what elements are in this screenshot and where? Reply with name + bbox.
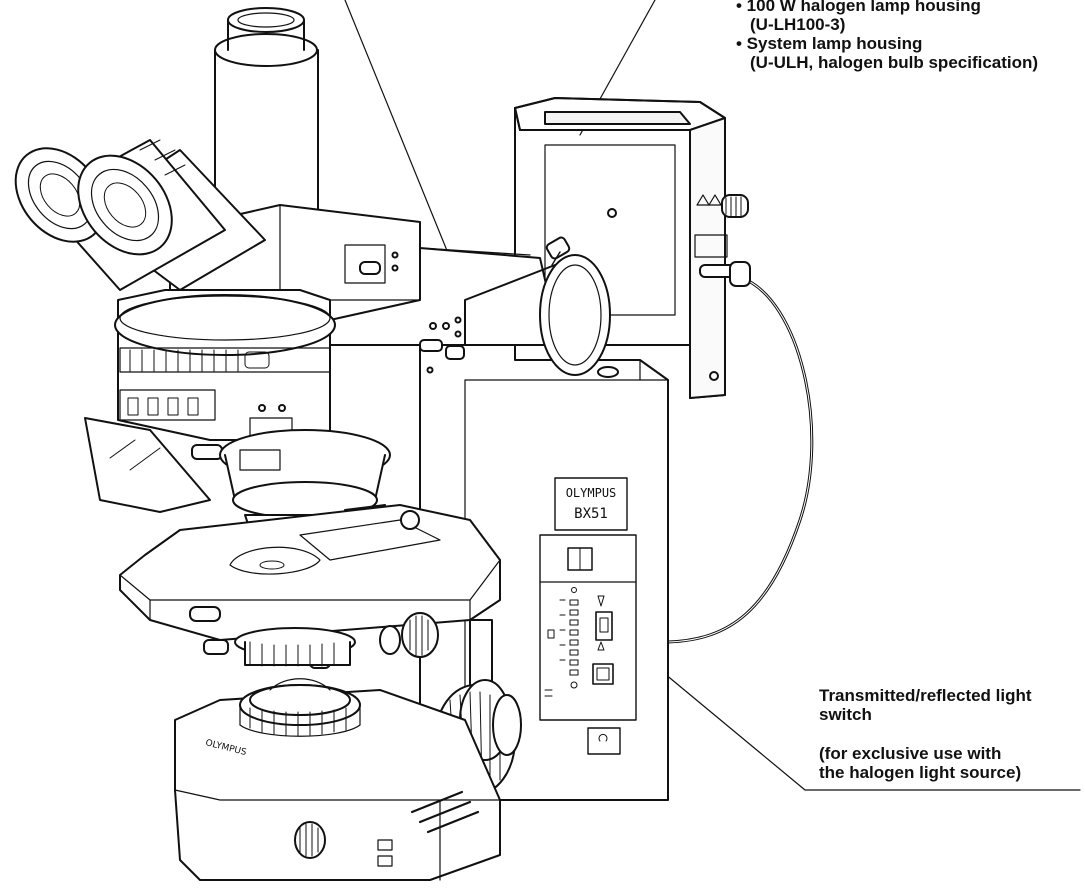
model-text: BX51 xyxy=(574,506,608,522)
switch-callout: Transmitted/reflected light switch xyxy=(819,686,1032,724)
stage xyxy=(119,504,522,796)
switch-panel xyxy=(539,534,637,721)
brand-plate xyxy=(554,477,628,531)
lamp-housing xyxy=(514,97,751,399)
microscope-base xyxy=(174,678,501,881)
leader-line-switch xyxy=(611,629,1081,791)
lamp-callout-line-3: • System lamp housing xyxy=(736,34,923,53)
switch-callout-line-2: switch xyxy=(819,705,872,724)
lamp-callout-line-4: (U-ULH, halogen bulb specification) xyxy=(750,53,1039,72)
brand-text: OLYMPUS xyxy=(566,486,617,500)
lamp-callout-line-1: • 100 W halogen lamp housing xyxy=(736,0,981,15)
trinocular-head xyxy=(14,7,421,321)
lamp-housing-callout: • 100 W halogen lamp housing (U-LH100-3)… xyxy=(736,0,1038,72)
switch-note-line-2: the halogen light source) xyxy=(819,763,1022,782)
leader-line-top-left xyxy=(344,0,451,259)
illuminator-module xyxy=(84,289,336,513)
intensity-scale xyxy=(544,587,579,697)
transmitted-reflected-switch xyxy=(595,611,613,641)
switch-note: (for exclusive use with the halogen ligh… xyxy=(819,744,1021,782)
lamp-callout-line-2: (U-LH100-3) xyxy=(750,15,846,34)
switch-note-line-1: (for exclusive use with xyxy=(819,744,1002,763)
switch-callout-line-1: Transmitted/reflected light xyxy=(819,686,1032,705)
